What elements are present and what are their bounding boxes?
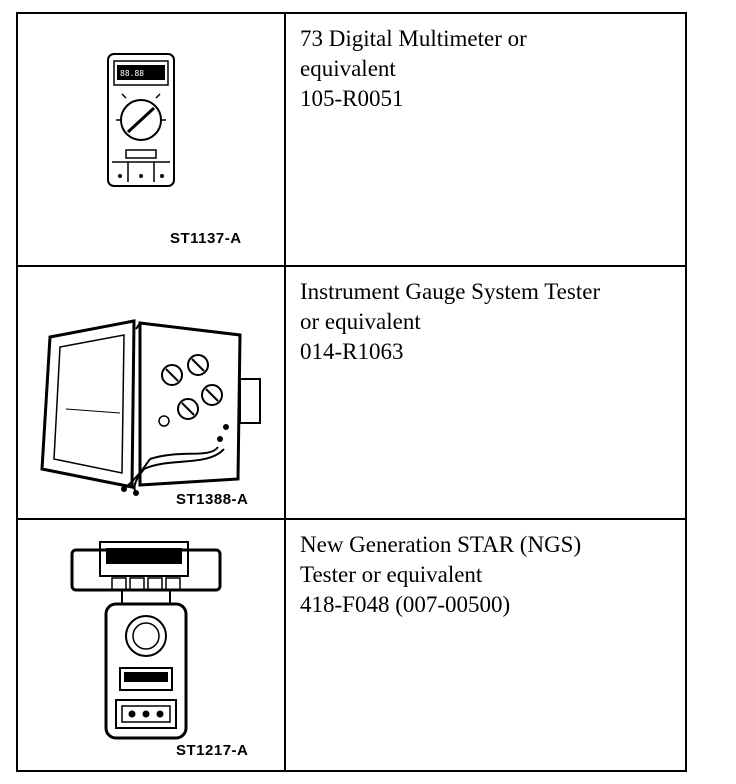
tool-image-cell: 88.88 ST1137-A [18,14,286,265]
description-line: 418-F048 (007-00500) [300,592,511,617]
description-line: 014-R1063 [300,339,404,364]
svg-text:88.88: 88.88 [120,69,144,78]
tool-description: Instrument Gauge System Tester or equiva… [300,277,675,367]
gauge-system-tester-illustration [40,319,261,496]
figure-code: ST1388-A [176,491,249,508]
tool-description-cell: 73 Digital Multimeter or equivalent 105-… [286,14,685,265]
ngs-tester-illustration [70,541,222,740]
description-line: 105-R0051 [300,86,404,111]
digital-multimeter-illustration: 88.88 [107,53,175,187]
tool-image-cell: ST1388-A [18,267,286,518]
description-line: Tester or equivalent [300,562,483,587]
tool-image-cell: ST1217-A [18,520,286,770]
figure-code: ST1137-A [170,230,242,247]
description-line: 73 Digital Multimeter or [300,26,527,51]
figure-code: ST1217-A [176,742,249,759]
tool-description: 73 Digital Multimeter or equivalent 105-… [300,24,675,114]
tool-row-gauge-tester: ST1388-A Instrument Gauge System Tester … [18,267,685,520]
tool-description-cell: Instrument Gauge System Tester or equiva… [286,267,685,518]
description-line: equivalent [300,56,396,81]
description-line: New Generation STAR (NGS) [300,532,582,557]
tools-table: 88.88 ST1137-A 73 Digital Multimeter or [16,12,687,772]
tool-description-cell: New Generation STAR (NGS) Tester or equi… [286,520,685,770]
description-line: Instrument Gauge System Tester [300,279,601,304]
tool-description: New Generation STAR (NGS) Tester or equi… [300,530,675,620]
description-line: or equivalent [300,309,421,334]
tool-row-multimeter: 88.88 ST1137-A 73 Digital Multimeter or [18,14,685,267]
tool-row-ngs-tester: ST1217-A New Generation STAR (NGS) Teste… [18,520,685,770]
